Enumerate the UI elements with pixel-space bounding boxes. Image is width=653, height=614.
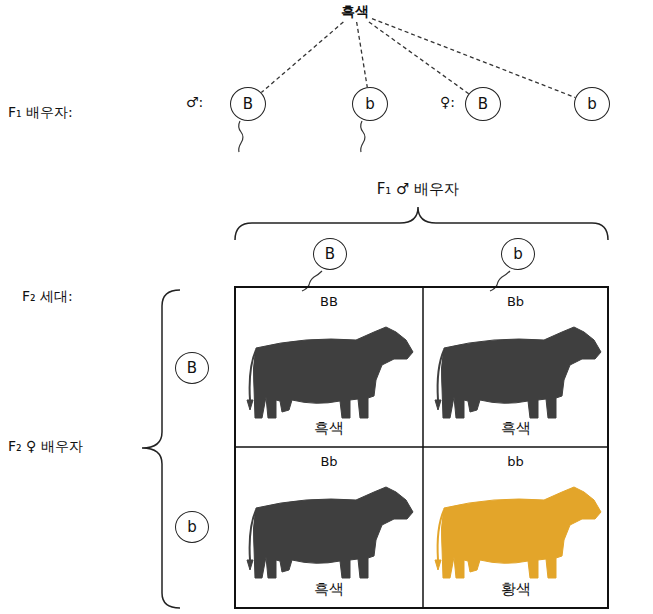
gamete-circle: B (465, 87, 501, 121)
punnett-cell: BB 흑색 (236, 288, 422, 446)
allele-letter: B (243, 95, 253, 113)
allele-letter: B (478, 95, 488, 113)
dashed-connector (357, 22, 368, 87)
allele-letter: b (187, 518, 197, 536)
phenotype-label: 황색 (424, 580, 607, 599)
axis-label: F₂ 세대: (22, 288, 73, 306)
punnett-cell: Bb 흑색 (236, 448, 422, 607)
parent-phenotype: 흑색 (338, 2, 372, 22)
gamete-circle: B (230, 87, 266, 121)
axis-label: ♂: (186, 94, 203, 110)
axis-label: F₁ ♂ 배우자 (377, 180, 460, 199)
allele-letter: b (587, 95, 597, 113)
punnett-cell: bb 황색 (424, 448, 607, 607)
dashed-connector (369, 22, 469, 94)
genotype-label: BB (236, 294, 422, 309)
gamete-circle: b (175, 511, 209, 543)
allele-letter: B (187, 359, 197, 377)
phenotype-label: 흑색 (236, 419, 422, 438)
gamete-circle: b (501, 238, 535, 270)
dashed-connector (261, 22, 343, 93)
genotype-label: Bb (236, 454, 422, 469)
dashed-connector (372, 19, 575, 98)
allele-letter: B (325, 245, 335, 263)
allele-letter: b (365, 95, 375, 113)
punnett-cell: Bb 흑색 (424, 288, 607, 446)
axis-label: F₁ 배우자: (8, 104, 73, 122)
genotype-label: bb (424, 454, 607, 469)
allele-letter: b (513, 245, 523, 263)
axis-label: ♀: (440, 94, 455, 110)
phenotype-label: 흑색 (424, 419, 607, 438)
gamete-circle: b (574, 87, 610, 121)
gamete-circle: B (313, 238, 347, 270)
axis-label: F₂ ♀ 배우자 (8, 438, 83, 456)
phenotype-label: 흑색 (236, 580, 422, 599)
phenotype-label: 흑색 (341, 3, 369, 21)
gamete-circle: b (352, 87, 388, 121)
gamete-circle: B (175, 352, 209, 384)
genotype-label: Bb (424, 294, 607, 309)
